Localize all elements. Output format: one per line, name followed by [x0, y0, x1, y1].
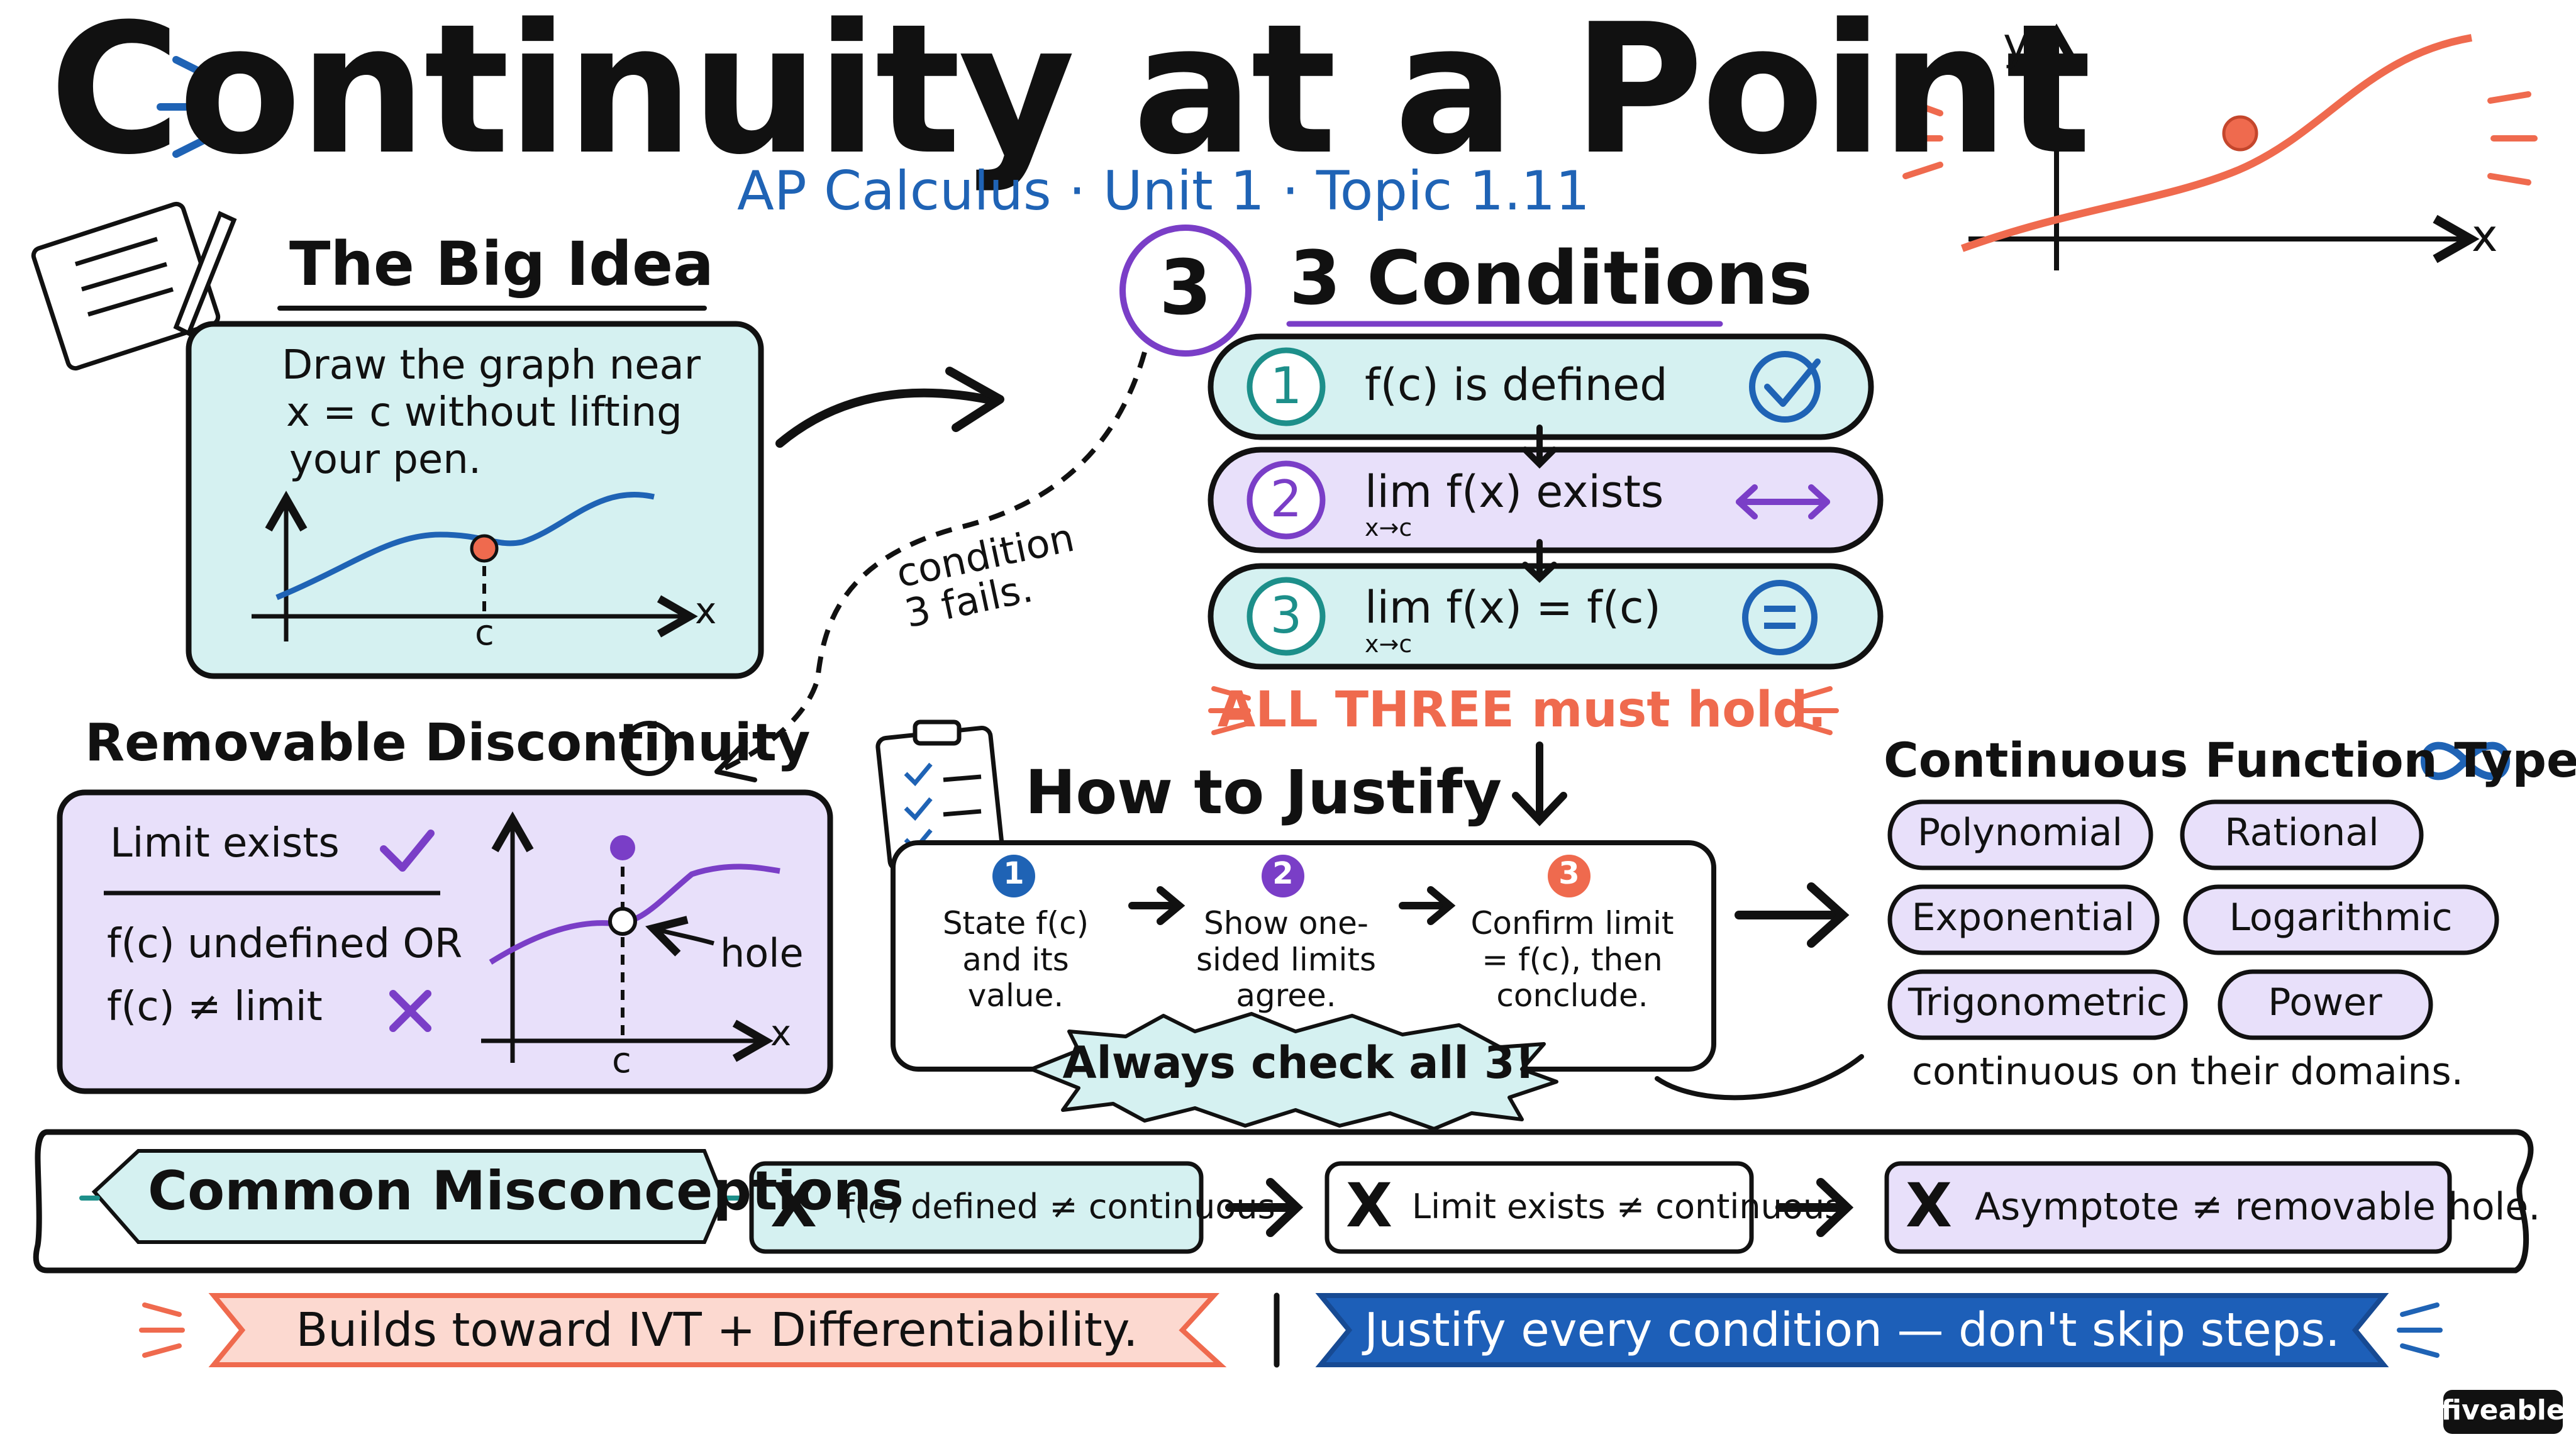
condition-text-2: lim f(x) exists: [1365, 466, 1664, 518]
misconception-mark-3: X: [1906, 1170, 1953, 1241]
condition-text-1: f(c) is defined: [1365, 359, 1668, 411]
misconception-text-2: Limit exists ≠ continuous: [1412, 1187, 1843, 1226]
equals-circle-icon: [1742, 580, 1818, 655]
condition-pill-3: [1208, 563, 1884, 670]
arrow-to-conditions: [775, 388, 992, 448]
header-dashes-left: [157, 56, 218, 158]
misconception-card-2: [1324, 1161, 1754, 1254]
justify-step-text-2: Show one-sided limits agree.: [1196, 905, 1377, 1014]
conditions-heading: 3 Conditions: [1289, 235, 1813, 321]
condition-number-3: 3: [1270, 586, 1302, 645]
double-arrow-icon: [1736, 484, 1830, 519]
big-idea-graph: [252, 491, 698, 641]
big-idea-line-1: Draw the graph near: [282, 342, 701, 389]
function-type-2: Rational: [2224, 811, 2379, 855]
condition-number-2: 2: [1270, 470, 1302, 528]
hero-dashes: [1896, 91, 2538, 186]
misconception-text-3: Asymptote ≠ removable hole.: [1975, 1185, 2541, 1229]
hero-graph: [1960, 23, 2480, 270]
big-idea-line-3: your pen.: [289, 436, 482, 483]
checkmark-icon: [380, 830, 435, 872]
brand-logo: fiveable: [2441, 1394, 2565, 1426]
justify-step-number-2: 2: [1272, 856, 1294, 891]
hero-graph-y-label: y: [2003, 18, 2029, 70]
function-type-pills: [1887, 799, 2499, 1040]
justify-banner-bg: [1315, 1293, 2389, 1367]
condition-number-1: 1: [1270, 357, 1302, 415]
justify-banner-text: Always check all 3!: [1062, 1037, 1535, 1089]
conditions-badge: 3: [1159, 245, 1212, 332]
big-idea-point-label: c: [475, 613, 494, 653]
removable-card: [57, 789, 833, 1094]
check-circle-icon: [1749, 351, 1821, 423]
removable-limit-exists: Limit exists: [110, 820, 340, 867]
notepad-icon: [31, 201, 237, 371]
removable-point-label: c: [612, 1040, 631, 1081]
removable-line-1: f(c) undefined OR: [107, 921, 463, 967]
justify-step-number-3: 3: [1558, 856, 1580, 891]
removable-graph: [481, 811, 780, 1063]
function-type-5: Trigonometric: [1908, 980, 2167, 1024]
big-idea-card: [186, 321, 764, 679]
function-type-3: Exponential: [1911, 896, 2135, 940]
removable-heading: Removable Discontinuity: [85, 713, 811, 773]
justify-step-number-1: 1: [1003, 856, 1024, 891]
function-types-heading: Continuous Function Types: [1884, 732, 2576, 788]
function-type-4: Logarithmic: [2229, 896, 2453, 940]
big-idea-x-label: x: [695, 589, 717, 632]
misconceptions-heading: Common Misconceptions: [148, 1160, 904, 1223]
removable-line-2: f(c) ≠ limit: [107, 984, 323, 1030]
page-subtitle: AP Calculus · Unit 1 · Topic 1.11: [737, 160, 1590, 223]
hero-graph-x-label: x: [2472, 210, 2498, 262]
always-check-banner: [1030, 1012, 1558, 1131]
removable-hole-label: hole: [720, 930, 804, 976]
function-types-footer: continuous on their domains.: [1912, 1050, 2463, 1094]
condition-pill-2: [1208, 447, 1884, 553]
conditions-footer: ALL THREE must hold.: [1217, 682, 1827, 738]
ivt-banner-bg: [208, 1293, 1227, 1367]
justify-banner-footer-text: Justify every condition — don't skip ste…: [1364, 1303, 2340, 1357]
misconception-text-1: f(c) defined ≠ continuous: [843, 1187, 1275, 1226]
condition-fails-arrow: [719, 351, 1147, 773]
conditions-badge-circle: [1119, 225, 1252, 357]
justify-step-text-1: State f(c) and its value.: [942, 905, 1089, 1014]
misconception-card-3: [1884, 1161, 2452, 1254]
misconception-card-1: [749, 1161, 1204, 1254]
cross-icon: [389, 990, 431, 1032]
function-type-6: Power: [2268, 980, 2382, 1024]
function-type-1: Polynomial: [1917, 811, 2123, 855]
infinity-icon: [2420, 741, 2511, 780]
condition-sub-2: x→c: [1365, 514, 1413, 541]
misconception-mark-2: X: [1346, 1170, 1393, 1241]
condition-sub-3: x→c: [1365, 630, 1413, 658]
misconception-mark-1: X: [770, 1170, 818, 1241]
big-idea-line-2: x = c without lifting: [286, 389, 682, 436]
page-title: Continuity at a Point: [49, 0, 2091, 194]
justify-step-text-3: Confirm limit = f(c), then conclude.: [1470, 905, 1674, 1014]
removable-x-label: x: [770, 1013, 792, 1054]
big-idea-heading: The Big Idea: [289, 229, 714, 299]
brand-badge-bg: [2443, 1390, 2563, 1434]
condition-text-3: lim f(x) = f(c): [1365, 582, 1661, 633]
justify-heading: How to Justify: [1025, 757, 1502, 828]
ivt-banner-text: Builds toward IVT + Differentiability.: [296, 1303, 1138, 1357]
